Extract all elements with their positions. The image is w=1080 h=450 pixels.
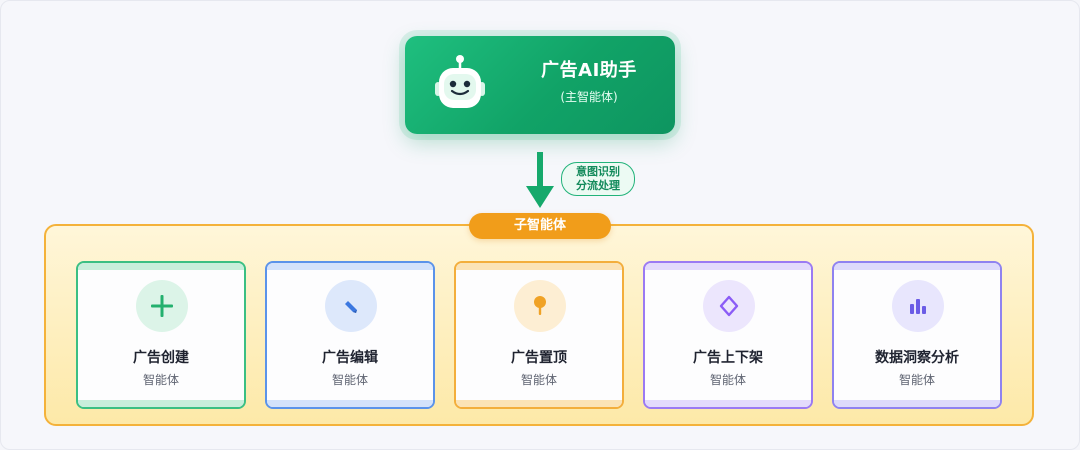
- tile-bottom-bar: [78, 400, 244, 407]
- toggle-diamond-icon: [719, 295, 739, 317]
- tile-top-bar: [834, 263, 1000, 270]
- tile-top-bar: [78, 263, 244, 270]
- down-arrow-icon: [526, 152, 554, 208]
- tile-top-bar: [267, 263, 433, 270]
- pencil-icon: [345, 301, 357, 313]
- tile-subtitle: 智能体: [520, 373, 557, 387]
- agent-tile-create[interactable]: 广告创建 智能体: [76, 261, 246, 409]
- tile-subtitle: 智能体: [331, 373, 368, 387]
- intent-routing-line1: 意图识别: [576, 165, 620, 178]
- tile-title: 广告编辑: [322, 350, 378, 366]
- tile-title: 广告创建: [133, 350, 189, 366]
- sub-agents-label: 子智能体: [469, 213, 611, 239]
- intent-routing-note: 意图识别 分流处理: [561, 162, 635, 196]
- icon-badge: [703, 280, 755, 332]
- tile-bottom-bar: [645, 400, 811, 407]
- tile-title: 广告上下架: [693, 350, 763, 366]
- intent-routing-line2: 分流处理: [576, 179, 620, 192]
- icon-badge: [514, 280, 566, 332]
- tile-bottom-bar: [456, 400, 622, 407]
- tile-subtitle: 智能体: [898, 373, 935, 387]
- main-agent-subtitle: (主智能体): [560, 90, 618, 104]
- tile-subtitle: 智能体: [709, 373, 746, 387]
- robot-icon: [433, 54, 487, 116]
- tile-top-bar: [645, 263, 811, 270]
- agent-tile-edit[interactable]: 广告编辑 智能体: [265, 261, 435, 409]
- tile-subtitle: 智能体: [142, 373, 179, 387]
- agent-tile-analytics[interactable]: 数据洞察分析 智能体: [832, 261, 1002, 409]
- tile-bottom-bar: [834, 400, 1000, 407]
- tile-title: 广告置顶: [511, 350, 567, 366]
- tile-title: 数据洞察分析: [875, 350, 959, 366]
- agent-tile-toggle[interactable]: 广告上下架 智能体: [643, 261, 813, 409]
- plus-icon: [151, 295, 173, 317]
- main-agent-card: 广告AI助手 (主智能体): [405, 36, 675, 134]
- pin-icon: [534, 296, 546, 315]
- icon-badge: [136, 280, 188, 332]
- icon-badge: [325, 280, 377, 332]
- tile-top-bar: [456, 263, 622, 270]
- tile-bottom-bar: [267, 400, 433, 407]
- main-agent-title: 广告AI助手: [541, 60, 637, 81]
- bar-chart-icon: [910, 299, 926, 314]
- agent-tile-pin[interactable]: 广告置顶 智能体: [454, 261, 624, 409]
- icon-badge: [892, 280, 944, 332]
